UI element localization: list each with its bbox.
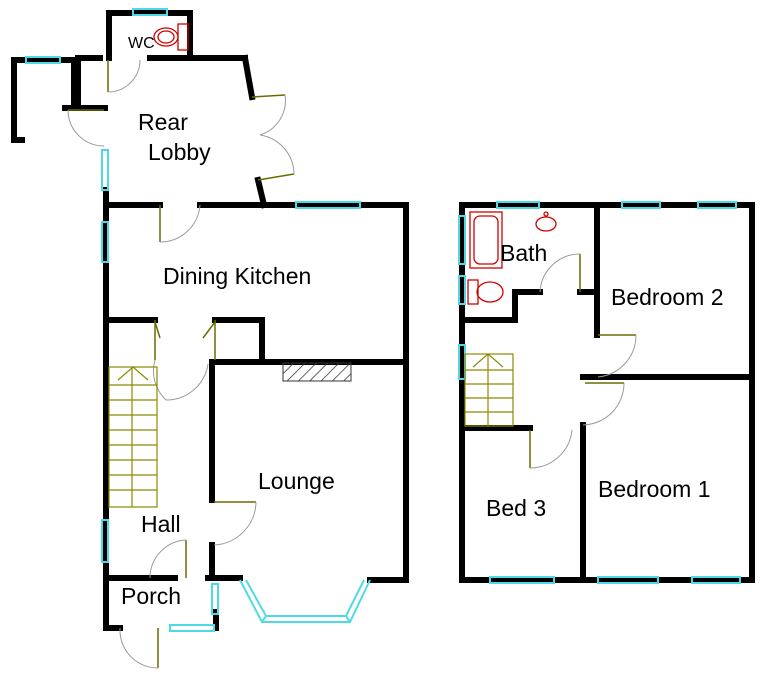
- basin-icon: [535, 211, 557, 232]
- ground-floor-outer-walls: [103, 187, 409, 631]
- room-label-wc: WC: [128, 35, 155, 52]
- ground-floor-internal-walls: [103, 317, 409, 581]
- first-floor-stairs: [464, 353, 514, 427]
- room-label-hall: Hall: [141, 511, 181, 537]
- toilet-icon: [153, 23, 189, 51]
- bath-toilet-icon: [467, 279, 504, 305]
- ground-floor-stairs: [108, 366, 158, 508]
- bathtub-icon: [469, 211, 503, 269]
- first-floor: Bath Bedroom 2 Bedroom 1 Bed 3: [458, 201, 755, 584]
- store-walls: [11, 57, 77, 143]
- room-label-dining-kitchen: Dining Kitchen: [163, 263, 311, 289]
- room-label-bath: Bath: [500, 240, 547, 266]
- ground-floor-doors: [67, 59, 295, 669]
- fireplace-hearth: [282, 362, 352, 382]
- room-label-rear-lobby-line2: Lobby: [148, 139, 211, 165]
- ground-floor-windows: [25, 8, 371, 632]
- wc-walls: [75, 10, 248, 61]
- ground-floor: WC Rear Lobby Dining Kitchen Lounge Hall…: [11, 8, 409, 669]
- room-label-rear-lobby-line1: Rear: [138, 109, 188, 135]
- first-floor-internal-walls: [459, 202, 755, 583]
- room-label-lounge: Lounge: [258, 468, 335, 494]
- room-label-porch: Porch: [121, 583, 181, 609]
- first-floor-windows: [458, 201, 741, 584]
- room-label-bed-3: Bed 3: [486, 495, 546, 521]
- room-label-bedroom-1: Bedroom 1: [598, 476, 711, 502]
- first-floor-outer-walls: [459, 202, 755, 583]
- room-label-bedroom-2: Bedroom 2: [611, 284, 724, 310]
- first-floor-doors: [529, 253, 637, 469]
